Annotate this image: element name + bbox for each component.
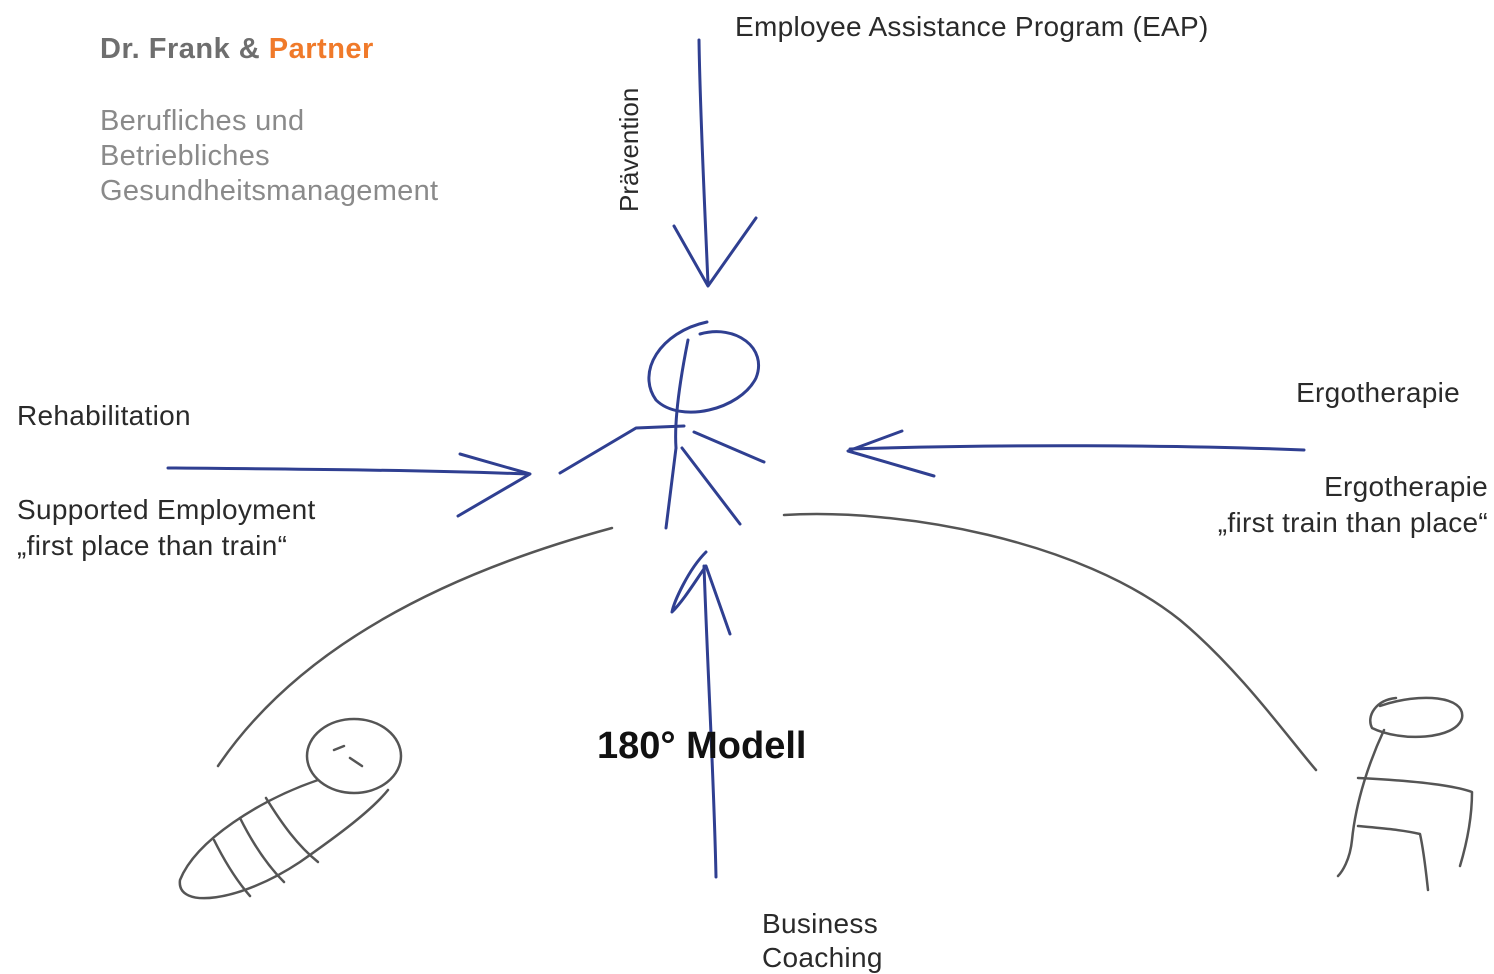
left-label-top: Rehabilitation <box>17 400 191 431</box>
brand-primary: Dr. Frank & <box>100 33 269 65</box>
bottom-arrow <box>670 550 732 879</box>
elderly-person-icon <box>1336 696 1474 892</box>
right-arrow <box>846 429 1306 478</box>
baby-icon <box>178 717 403 900</box>
subtitle-line: Berufliches und <box>100 105 305 137</box>
center-title: 180° Modell <box>597 725 807 767</box>
right-label-top: Ergotherapie <box>1296 377 1460 408</box>
top-arrow <box>672 38 758 288</box>
right-label-line: „first train than place“ <box>1217 507 1488 538</box>
brand-title: Dr. Frank & Partner <box>100 33 374 66</box>
top-arrow-label: Prävention <box>614 87 644 212</box>
semicircle-arc <box>216 512 1318 772</box>
stick-figure-icon <box>558 320 766 530</box>
right-label-bottom: Ergotherapie „first train than place“ <box>1218 469 1488 541</box>
brand-accent: Partner <box>268 33 374 65</box>
subtitle-line: Betriebliches <box>100 140 270 172</box>
right-label-line: Ergotherapie <box>1324 471 1488 502</box>
bottom-label-line: Business <box>762 908 879 939</box>
bottom-label: Business Coaching <box>762 907 883 974</box>
left-arrow <box>166 452 532 518</box>
left-label-line: Supported Employment <box>17 494 316 525</box>
brand-subtitle: Berufliches und Betriebliches Gesundheit… <box>100 104 438 209</box>
bottom-label-line: Coaching <box>762 942 883 973</box>
top-label: Employee Assistance Program (EAP) <box>735 11 1209 42</box>
subtitle-line: Gesundheitsmanagement <box>100 175 439 207</box>
left-label-bottom: Supported Employment „first place than t… <box>17 492 316 564</box>
left-label-line: „first place than train“ <box>17 530 288 561</box>
